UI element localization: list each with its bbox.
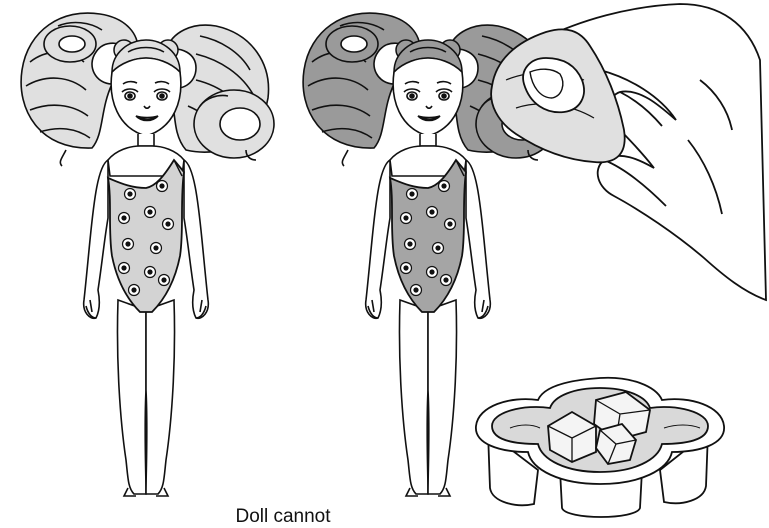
ice-water-tray-icon (476, 378, 724, 517)
doll-before-figure (21, 13, 274, 496)
